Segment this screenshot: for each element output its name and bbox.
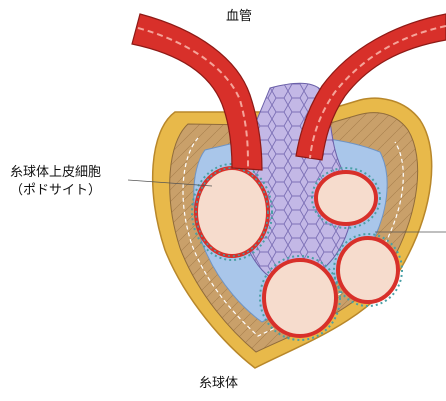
capillary-loop [338,238,398,302]
capillary-loop [264,260,336,336]
capillary-loop [196,168,268,256]
capillary-loop [316,172,376,224]
